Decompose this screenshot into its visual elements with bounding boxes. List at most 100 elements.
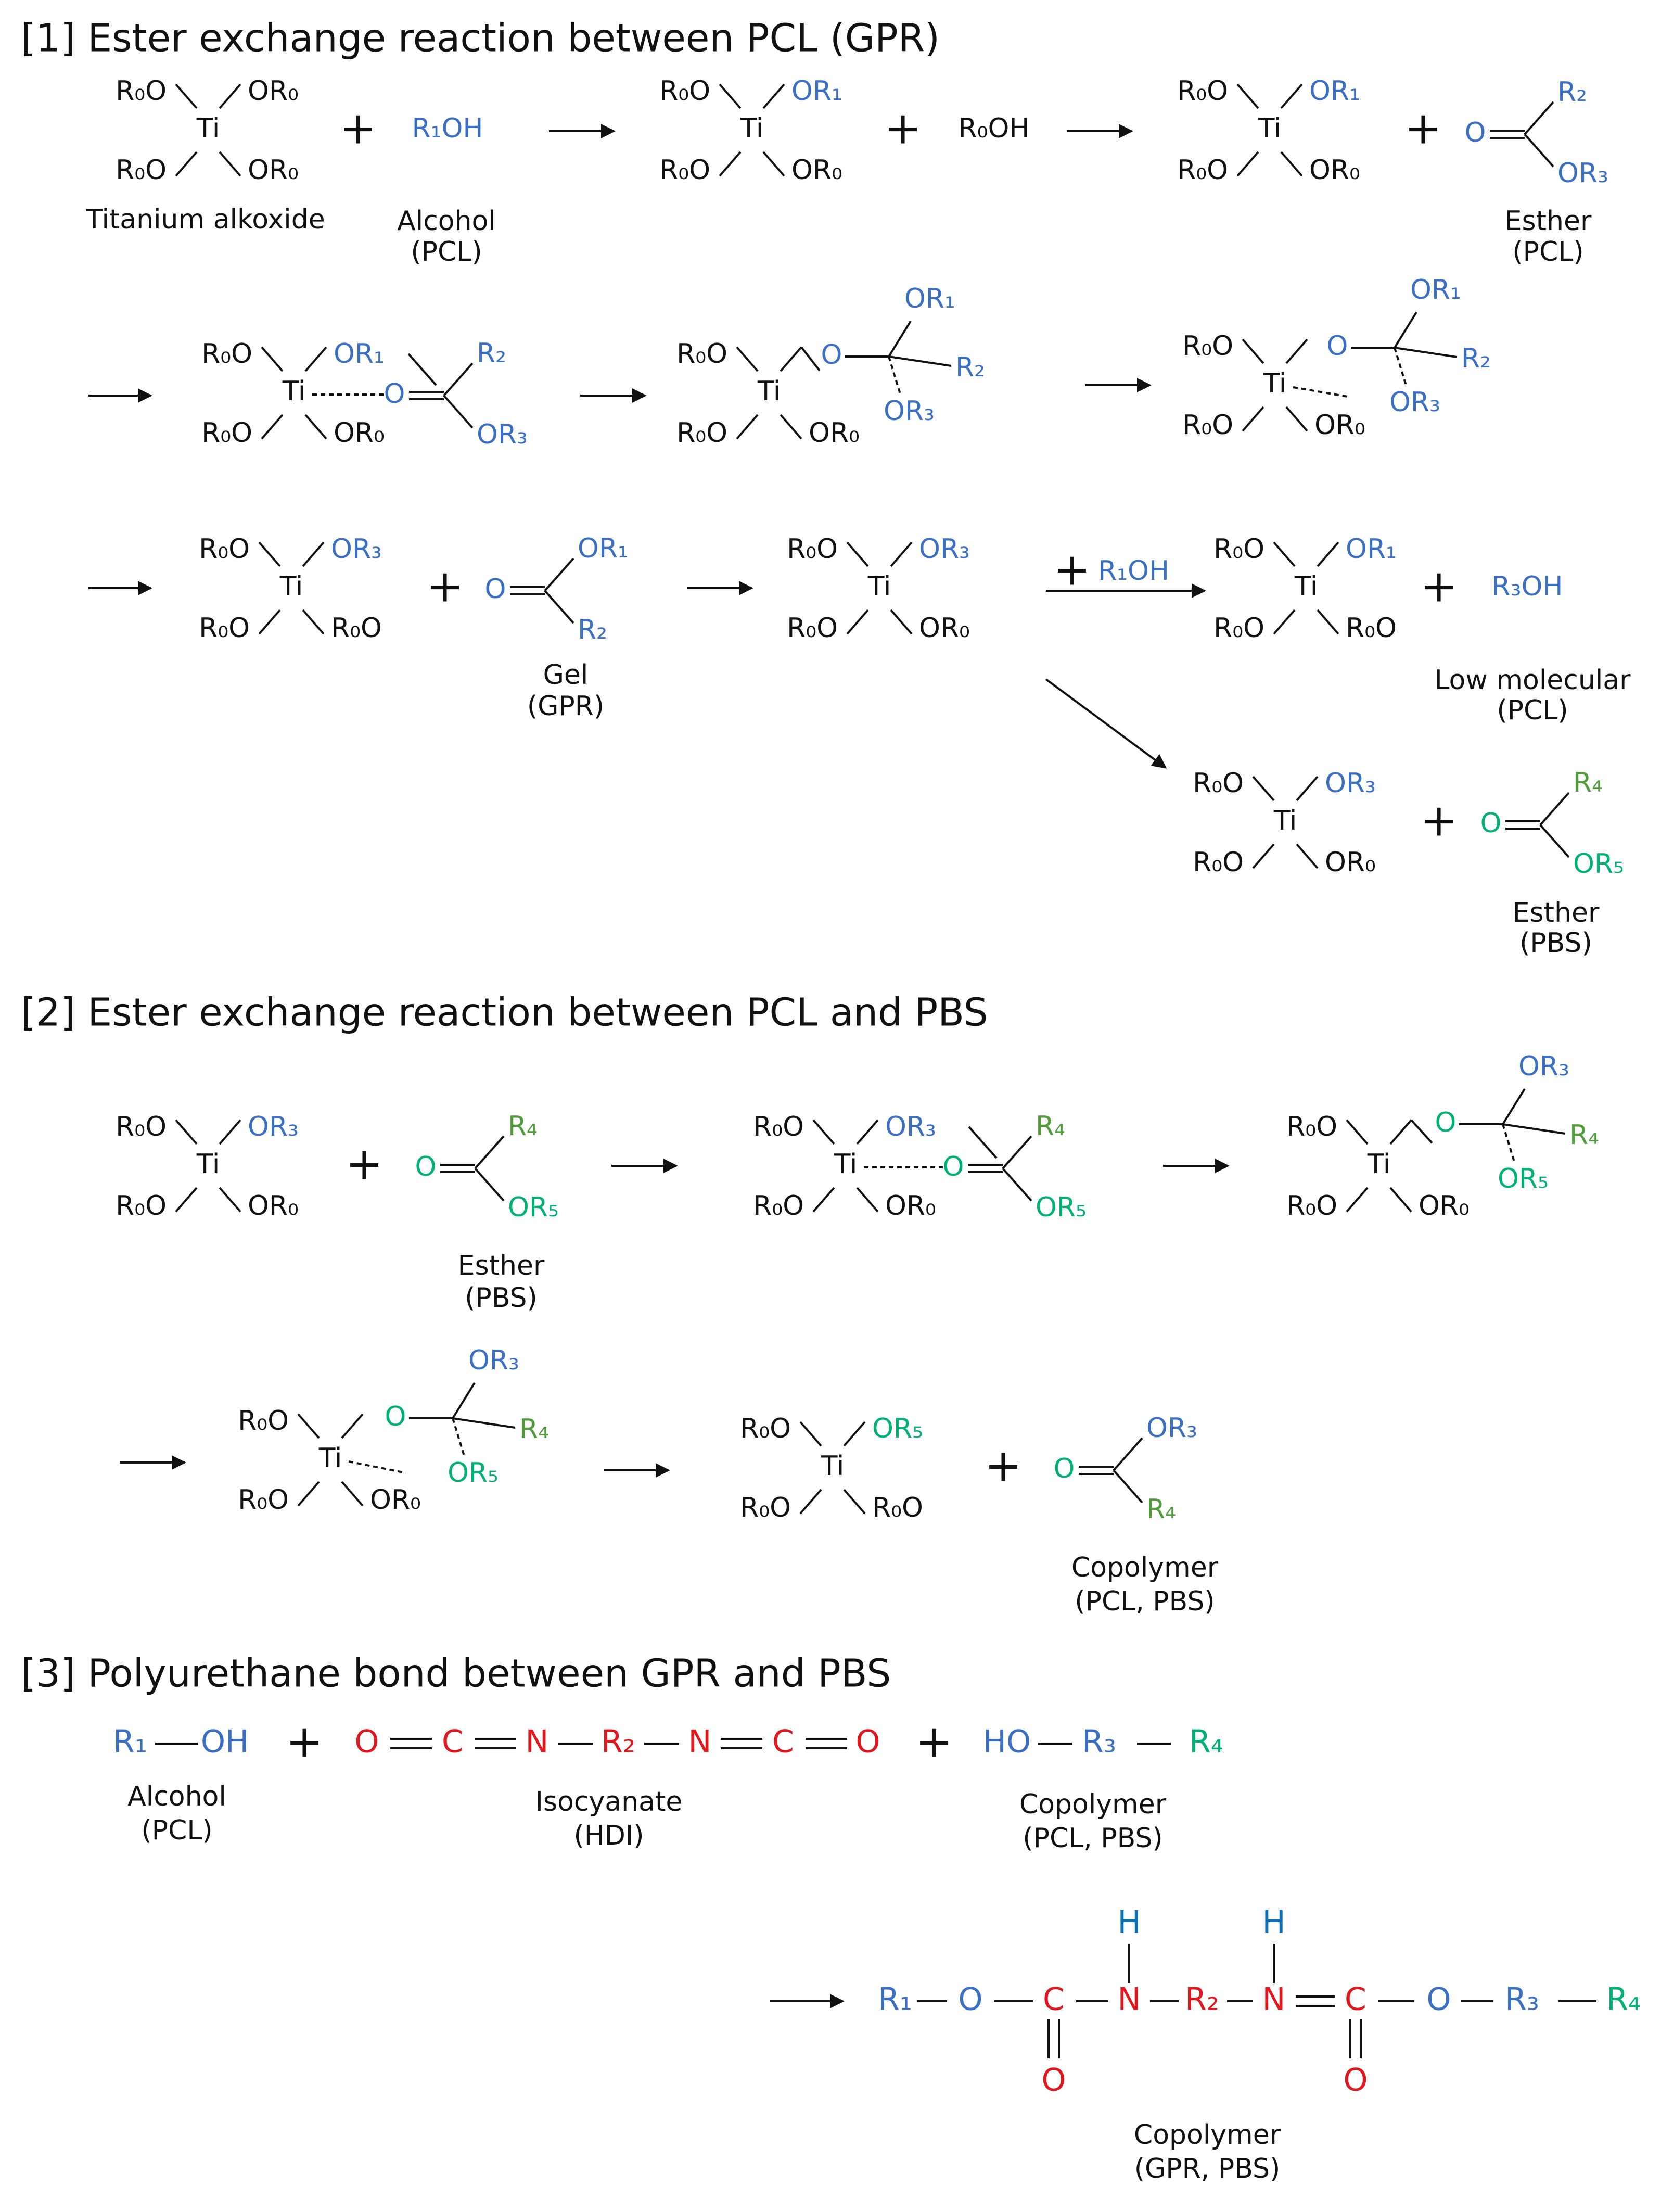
ester-substituent: OR₅ bbox=[508, 1192, 559, 1223]
ester-substituent: OR₅ bbox=[1036, 1192, 1087, 1223]
ti-bond bbox=[1236, 151, 1259, 177]
ester-bond bbox=[544, 590, 574, 624]
ti-bond bbox=[856, 1119, 879, 1145]
plus-sign: + bbox=[1420, 794, 1458, 846]
caption-gpr: (GPR) bbox=[527, 691, 604, 722]
ti-bond bbox=[1273, 541, 1296, 567]
tetra-substituent: OR₁ bbox=[904, 283, 955, 314]
bond bbox=[1394, 311, 1417, 349]
ester-substituent: OR₃ bbox=[1557, 158, 1608, 189]
ti-bond bbox=[762, 151, 785, 177]
plus-sign: + bbox=[1420, 560, 1458, 612]
caption-pcl: (PCL) bbox=[411, 236, 482, 268]
hydrogen: H bbox=[1262, 1904, 1285, 1941]
tetra-substituent: R₄ bbox=[1569, 1120, 1599, 1151]
ester-bond bbox=[1113, 1469, 1143, 1504]
carbonyl-oxygen: O bbox=[1041, 2062, 1066, 2099]
ti-ligand: R₀O bbox=[199, 613, 250, 644]
ti-ligand: R₀O bbox=[1177, 155, 1228, 186]
ti-atom: Ti bbox=[1294, 571, 1318, 602]
tetra-substituent: OR₃ bbox=[884, 396, 935, 427]
bond bbox=[1502, 1123, 1566, 1135]
ti-ligand: OR₀ bbox=[1325, 847, 1376, 878]
ti-ligand: R₀O bbox=[116, 1190, 167, 1222]
caption-pbs: (PBS) bbox=[1519, 927, 1592, 959]
caption-low-molecular: Low molecular bbox=[1434, 665, 1631, 696]
ti-bond bbox=[762, 83, 785, 109]
bond bbox=[1394, 347, 1407, 386]
r2-group: R₂ bbox=[601, 1724, 635, 1760]
ti-bond bbox=[1389, 1187, 1412, 1213]
ti-ligand: R₀O bbox=[753, 1111, 804, 1142]
caption-esther: Esther bbox=[1513, 897, 1600, 929]
ti-bond bbox=[812, 1119, 835, 1145]
ti-bond bbox=[1242, 338, 1264, 364]
ti-bond bbox=[890, 541, 913, 567]
hydroxyl: HO bbox=[983, 1724, 1031, 1760]
ester-bond bbox=[1539, 824, 1570, 858]
ti-bond bbox=[1317, 541, 1339, 567]
isocyanate-n: N bbox=[526, 1724, 549, 1760]
ti-bond bbox=[780, 346, 802, 372]
ti-ligand: OR₀ bbox=[248, 75, 299, 107]
ti-ligand: R₀O bbox=[1286, 1190, 1337, 1222]
ti-bond bbox=[1296, 843, 1319, 869]
isocyanate-o: O bbox=[354, 1724, 379, 1760]
bond bbox=[888, 320, 912, 358]
r4-group: R₄ bbox=[1189, 1724, 1223, 1760]
ti-atom: Ti bbox=[821, 1451, 845, 1482]
carbonyl-oxygen: O bbox=[1343, 2062, 1368, 2099]
bond bbox=[1502, 1088, 1526, 1125]
ti-atom: Ti bbox=[1263, 368, 1287, 399]
ti-atom: Ti bbox=[196, 1149, 220, 1180]
ti-bond bbox=[258, 609, 281, 635]
tetra-substituent: OR₃ bbox=[1518, 1051, 1569, 1082]
caption-gel: Gel bbox=[543, 659, 589, 691]
caption-pbs: (PBS) bbox=[465, 1282, 538, 1314]
ti-bond bbox=[175, 151, 198, 177]
ti-ligand: R₀O bbox=[753, 1190, 804, 1222]
ti-ligand: OR₀ bbox=[885, 1190, 936, 1222]
isocyanate-n: N bbox=[688, 1724, 712, 1760]
carbonyl-carbon: C bbox=[1043, 1981, 1065, 2018]
ti-bond bbox=[297, 1481, 320, 1507]
ti-atom: Ti bbox=[196, 113, 220, 144]
ester-bond bbox=[1524, 101, 1554, 135]
ti-bond bbox=[1346, 1187, 1369, 1213]
ti-ligand: R₀O bbox=[116, 1111, 167, 1142]
ester-bond bbox=[1002, 1135, 1032, 1169]
ti-ligand: R₀O bbox=[199, 533, 250, 565]
r2-group: R₂ bbox=[1185, 1981, 1219, 2018]
ti-bond bbox=[302, 541, 325, 567]
ti-atom: Ti bbox=[1273, 805, 1297, 836]
carbonyl-oxygen: O bbox=[1480, 808, 1502, 839]
bridging-oxygen: O bbox=[1435, 1107, 1456, 1138]
ti-ligand: R₀O bbox=[872, 1492, 923, 1523]
ti-bond bbox=[799, 1421, 822, 1447]
ester-substituent: R₄ bbox=[508, 1111, 538, 1142]
coordination-bond bbox=[1293, 386, 1348, 398]
ti-bond bbox=[843, 1489, 866, 1515]
plus-sign: + bbox=[1404, 102, 1442, 154]
bridging-oxygen: O bbox=[1327, 330, 1348, 362]
tetra-substituent: OR₅ bbox=[448, 1457, 499, 1489]
bond bbox=[1394, 347, 1458, 358]
ti-bond bbox=[1346, 1119, 1369, 1145]
ti-atom: Ti bbox=[318, 1443, 342, 1474]
ti-ligand: R₀O bbox=[1346, 613, 1397, 644]
ti-ligand: R₀O bbox=[787, 533, 838, 565]
ti-ligand: R₀O bbox=[676, 417, 727, 449]
plus-sign: + bbox=[339, 102, 377, 154]
ester-substituent: R₂ bbox=[578, 614, 607, 645]
alcohol-product: R₀OH bbox=[958, 113, 1029, 144]
ti-ligand: R₀O bbox=[1182, 330, 1233, 362]
ti-ligand: OR₃ bbox=[919, 533, 970, 565]
ti-ligand: R₀O bbox=[740, 1492, 791, 1523]
ti-bond bbox=[1242, 406, 1264, 432]
ti-bond bbox=[261, 346, 284, 372]
plus-sign: + bbox=[1053, 543, 1091, 595]
r3-group: R₃ bbox=[1082, 1724, 1116, 1760]
ester-bond bbox=[1002, 1167, 1032, 1202]
isocyanate-o: O bbox=[855, 1724, 880, 1760]
